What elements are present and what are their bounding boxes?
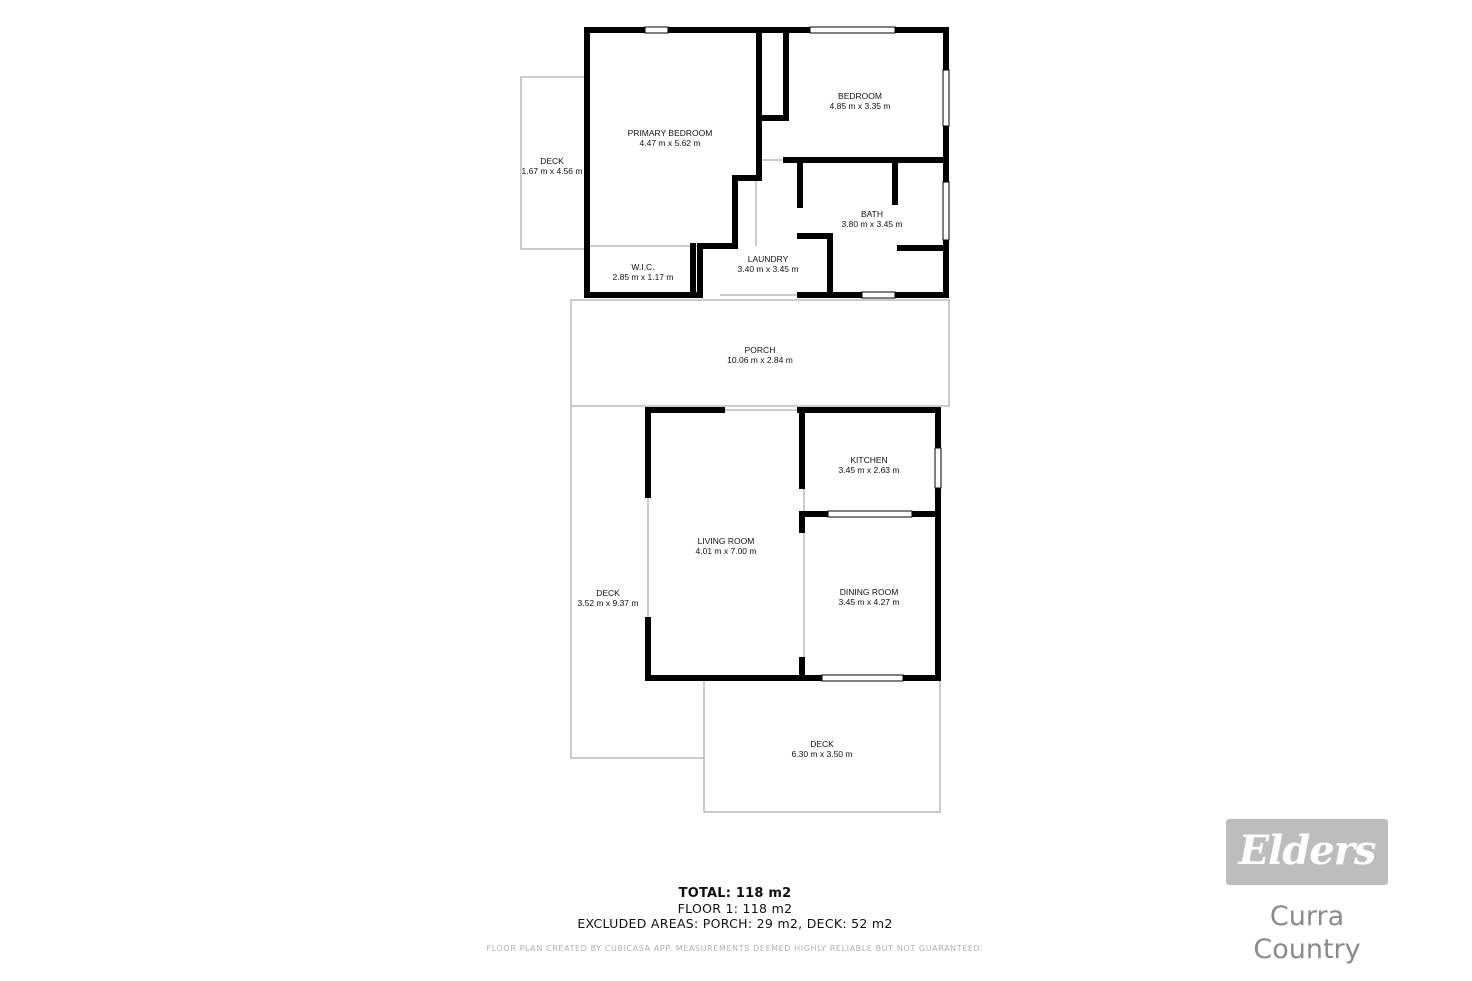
- primary-bedroom-size: 4.47 m x 5.62 m: [640, 138, 701, 148]
- kitchen-size: 3.45 m x 2.63 m: [839, 465, 900, 475]
- porch-size: 10.06 m x 2.84 m: [727, 355, 793, 365]
- office-line-1: Curra: [1269, 901, 1345, 932]
- porch-outline: [570, 299, 950, 407]
- deck-west-upper-size: 1.67 m x 4.56 m: [522, 166, 583, 176]
- laundry-name: LAUNDRY: [748, 254, 789, 264]
- porch-name: PORCH: [745, 345, 776, 355]
- deck-west-lower-name: DECK: [596, 588, 620, 598]
- logo-wordmark: Elders: [1238, 827, 1377, 874]
- dining-room-size: 3.45 m x 4.27 m: [839, 597, 900, 607]
- dining-room-name: DINING ROOM: [840, 587, 899, 597]
- bath-size: 3.80 m x 3.45 m: [842, 219, 903, 229]
- office-name: Curra Country: [1226, 900, 1388, 966]
- deck-west-upper-name: DECK: [540, 156, 564, 166]
- living-room-size: 4.01 m x 7.00 m: [696, 546, 757, 556]
- laundry-size: 3.40 m x 3.45 m: [738, 264, 799, 274]
- disclaimer: FLOOR PLAN CREATED BY CUBICASA APP. MEAS…: [486, 944, 984, 953]
- kitchen-name: KITCHEN: [850, 455, 887, 465]
- bedroom-name: BEDROOM: [838, 91, 882, 101]
- living-room-name: LIVING ROOM: [698, 536, 755, 546]
- primary-bedroom-name: PRIMARY BEDROOM: [628, 128, 713, 138]
- elders-logo: Elders: [1226, 819, 1388, 885]
- excluded-areas: EXCLUDED AREAS: PORCH: 29 m2, DECK: 52 m…: [577, 916, 893, 931]
- deck-west-lower-outline: [570, 406, 704, 759]
- deck-south-name: DECK: [810, 739, 834, 749]
- bath-name: BATH: [861, 209, 883, 219]
- deck-south-size: 6.30 m x 3.50 m: [792, 749, 853, 759]
- floor-area: FLOOR 1: 118 m2: [677, 901, 793, 916]
- total-area: TOTAL: 118 m2: [678, 886, 792, 901]
- office-line-2: Country: [1253, 934, 1361, 965]
- deck-west-lower-size: 3.52 m x 9.37 m: [578, 598, 639, 608]
- bedroom-size: 4.85 m x 3.35 m: [830, 101, 891, 111]
- wic-name: W.I.C.: [631, 262, 654, 272]
- wic-size: 2.85 m x 1.17 m: [613, 272, 674, 282]
